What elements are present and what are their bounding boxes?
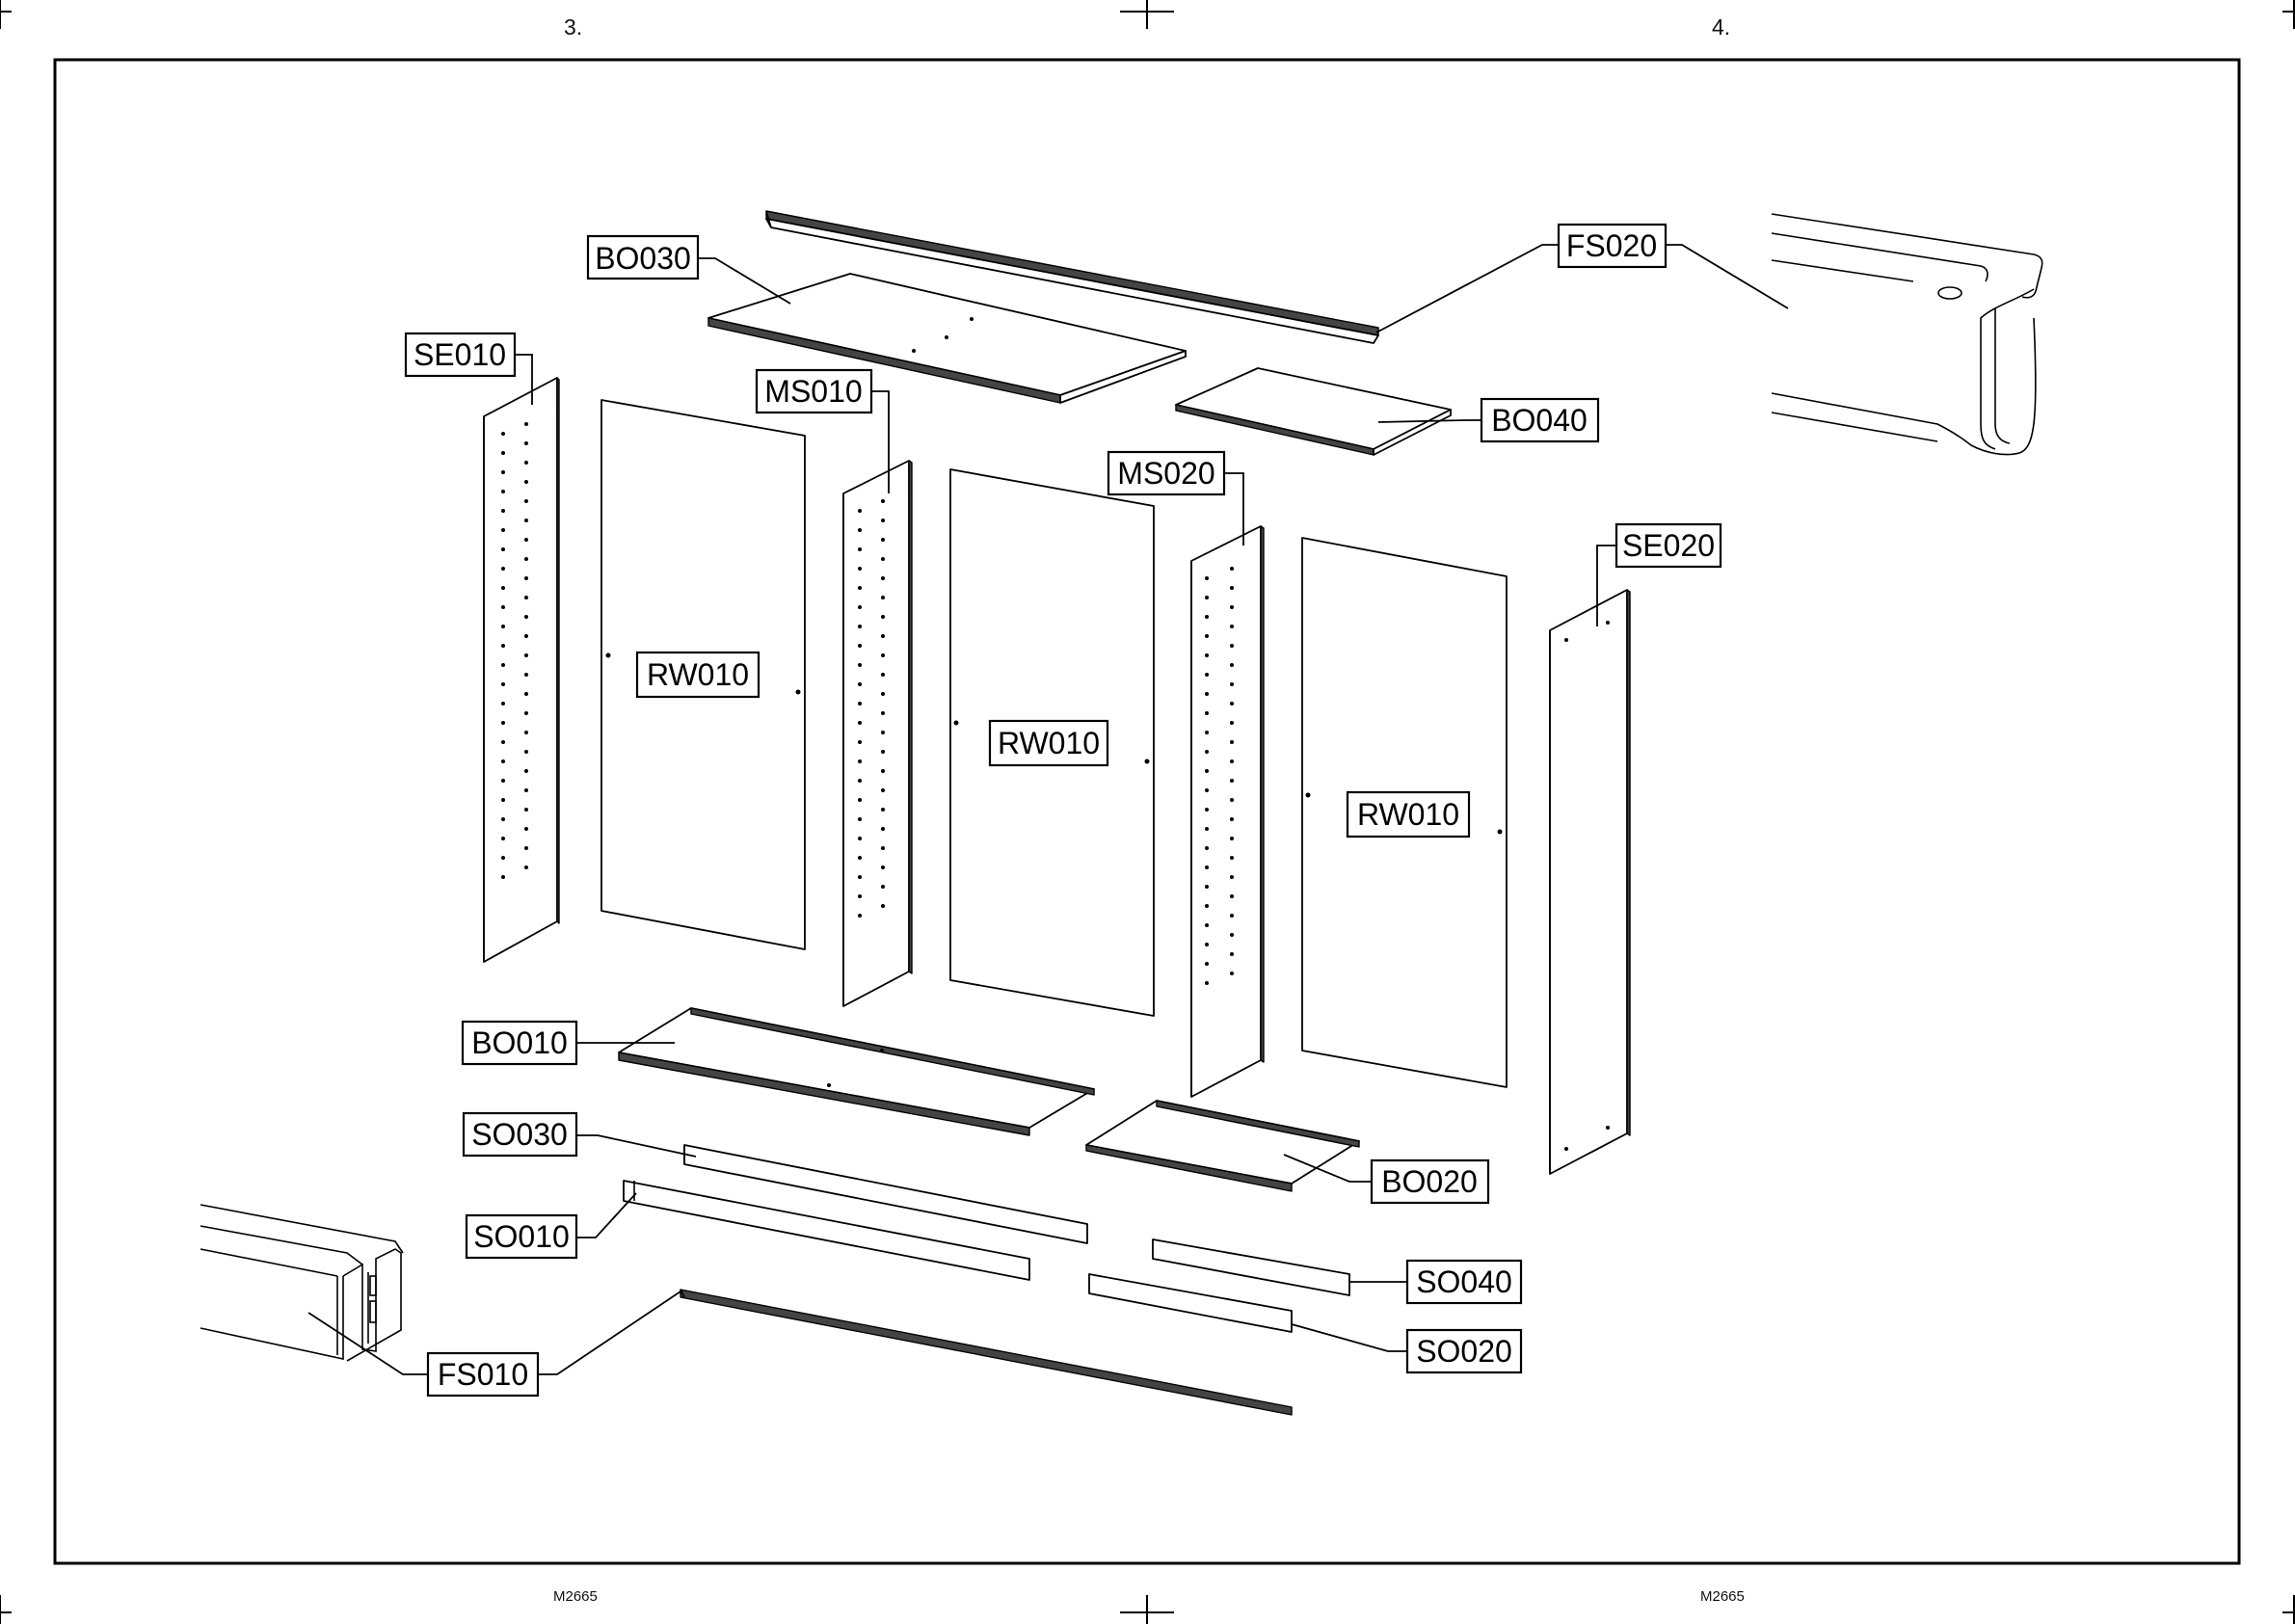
callout-so010: SO010 — [467, 1215, 576, 1258]
callout-bo010: BO010 — [463, 1022, 576, 1064]
callout-se010-text: SE010 — [414, 337, 506, 372]
callout-bo030-text: BO030 — [595, 241, 691, 276]
page-number-right: 4. — [1712, 14, 1730, 40]
part-so020 — [1089, 1274, 1292, 1332]
callout-so010-text: SO010 — [473, 1219, 570, 1254]
footer-code-right: M2665 — [1700, 1588, 1745, 1605]
part-so010 — [624, 1181, 1029, 1280]
part-so040 — [1153, 1239, 1349, 1295]
part-fs020-profile-detail — [1772, 214, 2042, 455]
callout-fs010-text: FS010 — [438, 1357, 528, 1392]
callout-se020: SE020 — [1616, 524, 1721, 567]
callout-so020-text: SO020 — [1416, 1334, 1512, 1369]
callout-so040-text: SO040 — [1416, 1265, 1512, 1299]
callout-rw010-a-text: RW010 — [647, 657, 749, 692]
part-bo040 — [1176, 368, 1451, 455]
callout-so040: SO040 — [1407, 1261, 1521, 1303]
callout-ms020: MS020 — [1108, 452, 1224, 494]
callout-rw010-b-text: RW010 — [998, 726, 1100, 760]
callout-bo040: BO040 — [1481, 399, 1598, 441]
part-ms010 — [843, 461, 912, 1006]
callout-rw010-c: RW010 — [1348, 792, 1469, 837]
callout-so030: SO030 — [464, 1113, 576, 1156]
part-se020 — [1550, 590, 1630, 1174]
callout-ms010-text: MS010 — [764, 374, 862, 409]
callout-bo020: BO020 — [1372, 1160, 1488, 1203]
callout-rw010-c-text: RW010 — [1357, 797, 1459, 832]
callout-ms010: MS010 — [757, 370, 871, 413]
callout-so030-text: SO030 — [471, 1117, 568, 1152]
callout-fs020-text: FS020 — [1566, 228, 1657, 263]
part-ms020 — [1191, 526, 1264, 1097]
part-bo010 — [619, 1008, 1094, 1135]
part-bo020 — [1086, 1101, 1359, 1191]
callout-rw010-b: RW010 — [990, 721, 1107, 765]
callout-fs010: FS010 — [428, 1353, 538, 1396]
callout-bo030: BO030 — [588, 236, 698, 279]
callout-bo010-text: BO010 — [471, 1025, 568, 1060]
callout-se020-text: SE020 — [1622, 528, 1715, 563]
callout-so020: SO020 — [1407, 1330, 1521, 1372]
part-fs010-profile-detail — [200, 1205, 403, 1361]
callout-bo020-text: BO020 — [1381, 1164, 1478, 1199]
callout-fs020: FS020 — [1559, 225, 1666, 267]
page-number-left: 3. — [564, 14, 582, 40]
footer-code-left: M2665 — [553, 1588, 598, 1605]
part-se010 — [484, 378, 559, 962]
part-so030 — [684, 1145, 1087, 1243]
callout-bo040-text: BO040 — [1491, 403, 1588, 438]
callout-ms020-text: MS020 — [1117, 456, 1214, 491]
callout-se010: SE010 — [406, 333, 515, 376]
callout-rw010-a: RW010 — [637, 652, 759, 697]
